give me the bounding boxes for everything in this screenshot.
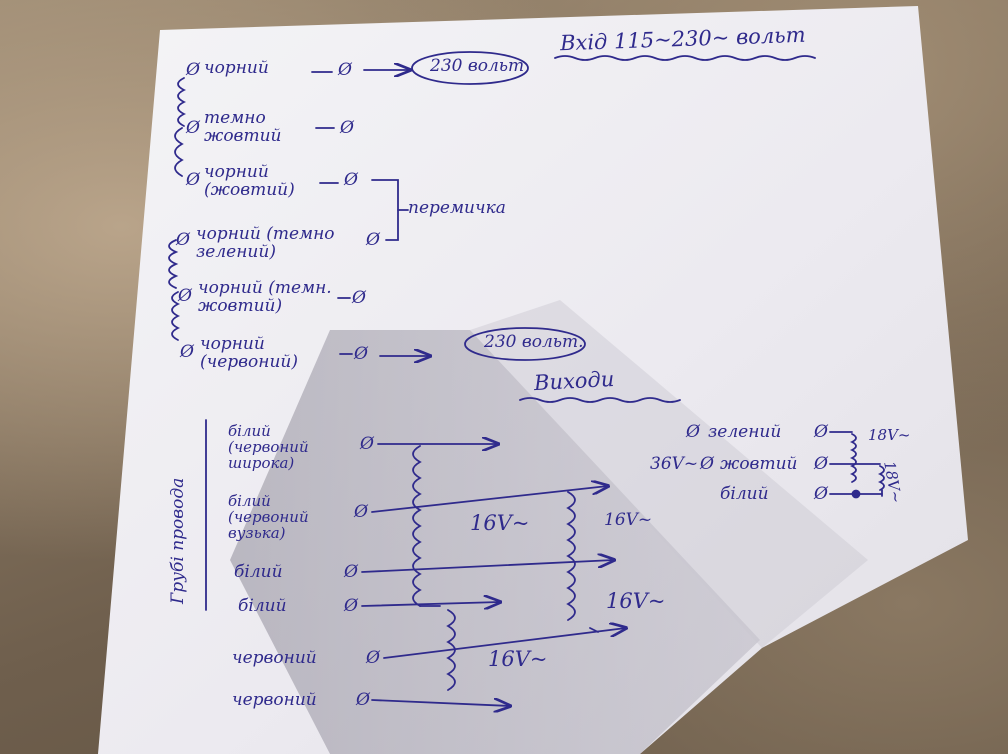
wooden-table <box>0 0 1008 754</box>
